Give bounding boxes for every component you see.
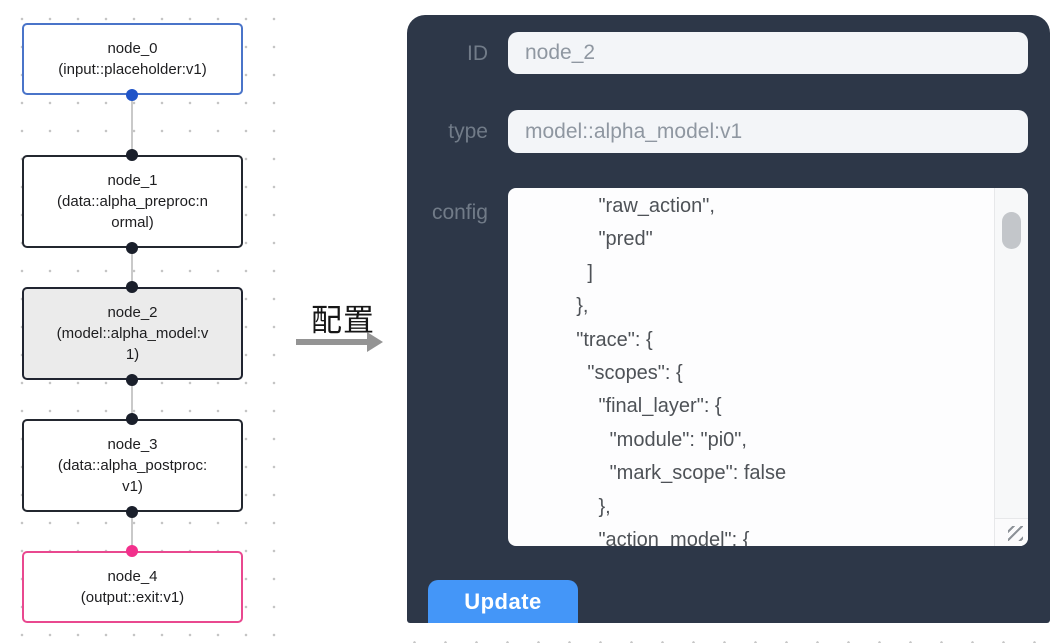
port-node2-input[interactable] (126, 281, 138, 293)
port-node3-output[interactable] (126, 506, 138, 518)
type-input[interactable] (508, 110, 1028, 153)
node-title: node_0 (107, 40, 158, 57)
config-scrollbar-thumb[interactable] (1002, 212, 1021, 249)
edge-node3-node4 (131, 512, 133, 551)
port-node4-input[interactable] (126, 545, 138, 557)
configure-annotation: 配置 (311, 303, 375, 338)
node-type-label: (model::alpha_model:v1) (56, 325, 209, 363)
edge-node1-node2 (131, 248, 133, 287)
node-type-label: (input::placeholder:v1) (58, 61, 207, 78)
config-scrollbar-track[interactable] (994, 188, 1028, 518)
graph-node-node_2-selected[interactable]: node_2 (model::alpha_model:v1) (22, 287, 243, 380)
edge-node0-node1 (131, 95, 133, 155)
node-type-label: (data::alpha_postproc:v1) (57, 457, 208, 495)
port-node2-output[interactable] (126, 374, 138, 386)
graph-node-node_3[interactable]: node_3 (data::alpha_postproc:v1) (22, 419, 243, 512)
resize-grip-icon (1008, 526, 1023, 541)
node-type-label: (data::alpha_preproc:normal) (57, 193, 208, 231)
graph-node-node_1[interactable]: node_1 (data::alpha_preproc:normal) (22, 155, 243, 248)
node-config-panel: ID type config "raw_action", "pred" ] },… (407, 15, 1050, 623)
node-title: node_4 (107, 568, 158, 585)
port-node1-input[interactable] (126, 149, 138, 161)
config-json-text: "raw_action", "pred" ] }, "trace": { "sc… (576, 195, 787, 546)
update-button[interactable]: Update (428, 580, 578, 623)
port-node0-output[interactable] (126, 89, 138, 101)
graph-canvas[interactable]: node_0 (input::placeholder:v1) node_1 (d… (0, 0, 288, 643)
edge-node2-node3 (131, 380, 133, 419)
right-arrow-icon (296, 332, 383, 352)
textarea-resize-corner[interactable] (994, 518, 1028, 546)
panel-backdrop: ID type config "raw_action", "pred" ] },… (392, 0, 1062, 643)
port-node3-input[interactable] (126, 413, 138, 425)
canvas-gap (288, 0, 392, 643)
config-field-label: config (431, 201, 488, 224)
id-field-label: ID (467, 42, 488, 65)
port-node1-output[interactable] (126, 242, 138, 254)
node-title: node_2 (107, 304, 158, 321)
node-title: node_1 (107, 172, 158, 189)
node-title: node_3 (107, 436, 158, 453)
id-input[interactable] (508, 32, 1028, 74)
config-textarea[interactable]: "raw_action", "pred" ] }, "trace": { "sc… (508, 188, 1028, 546)
node-type-label: (output::exit:v1) (80, 589, 185, 606)
graph-node-node_0[interactable]: node_0 (input::placeholder:v1) (22, 23, 243, 95)
graph-node-node_4[interactable]: node_4 (output::exit:v1) (22, 551, 243, 623)
type-field-label: type (448, 120, 488, 143)
